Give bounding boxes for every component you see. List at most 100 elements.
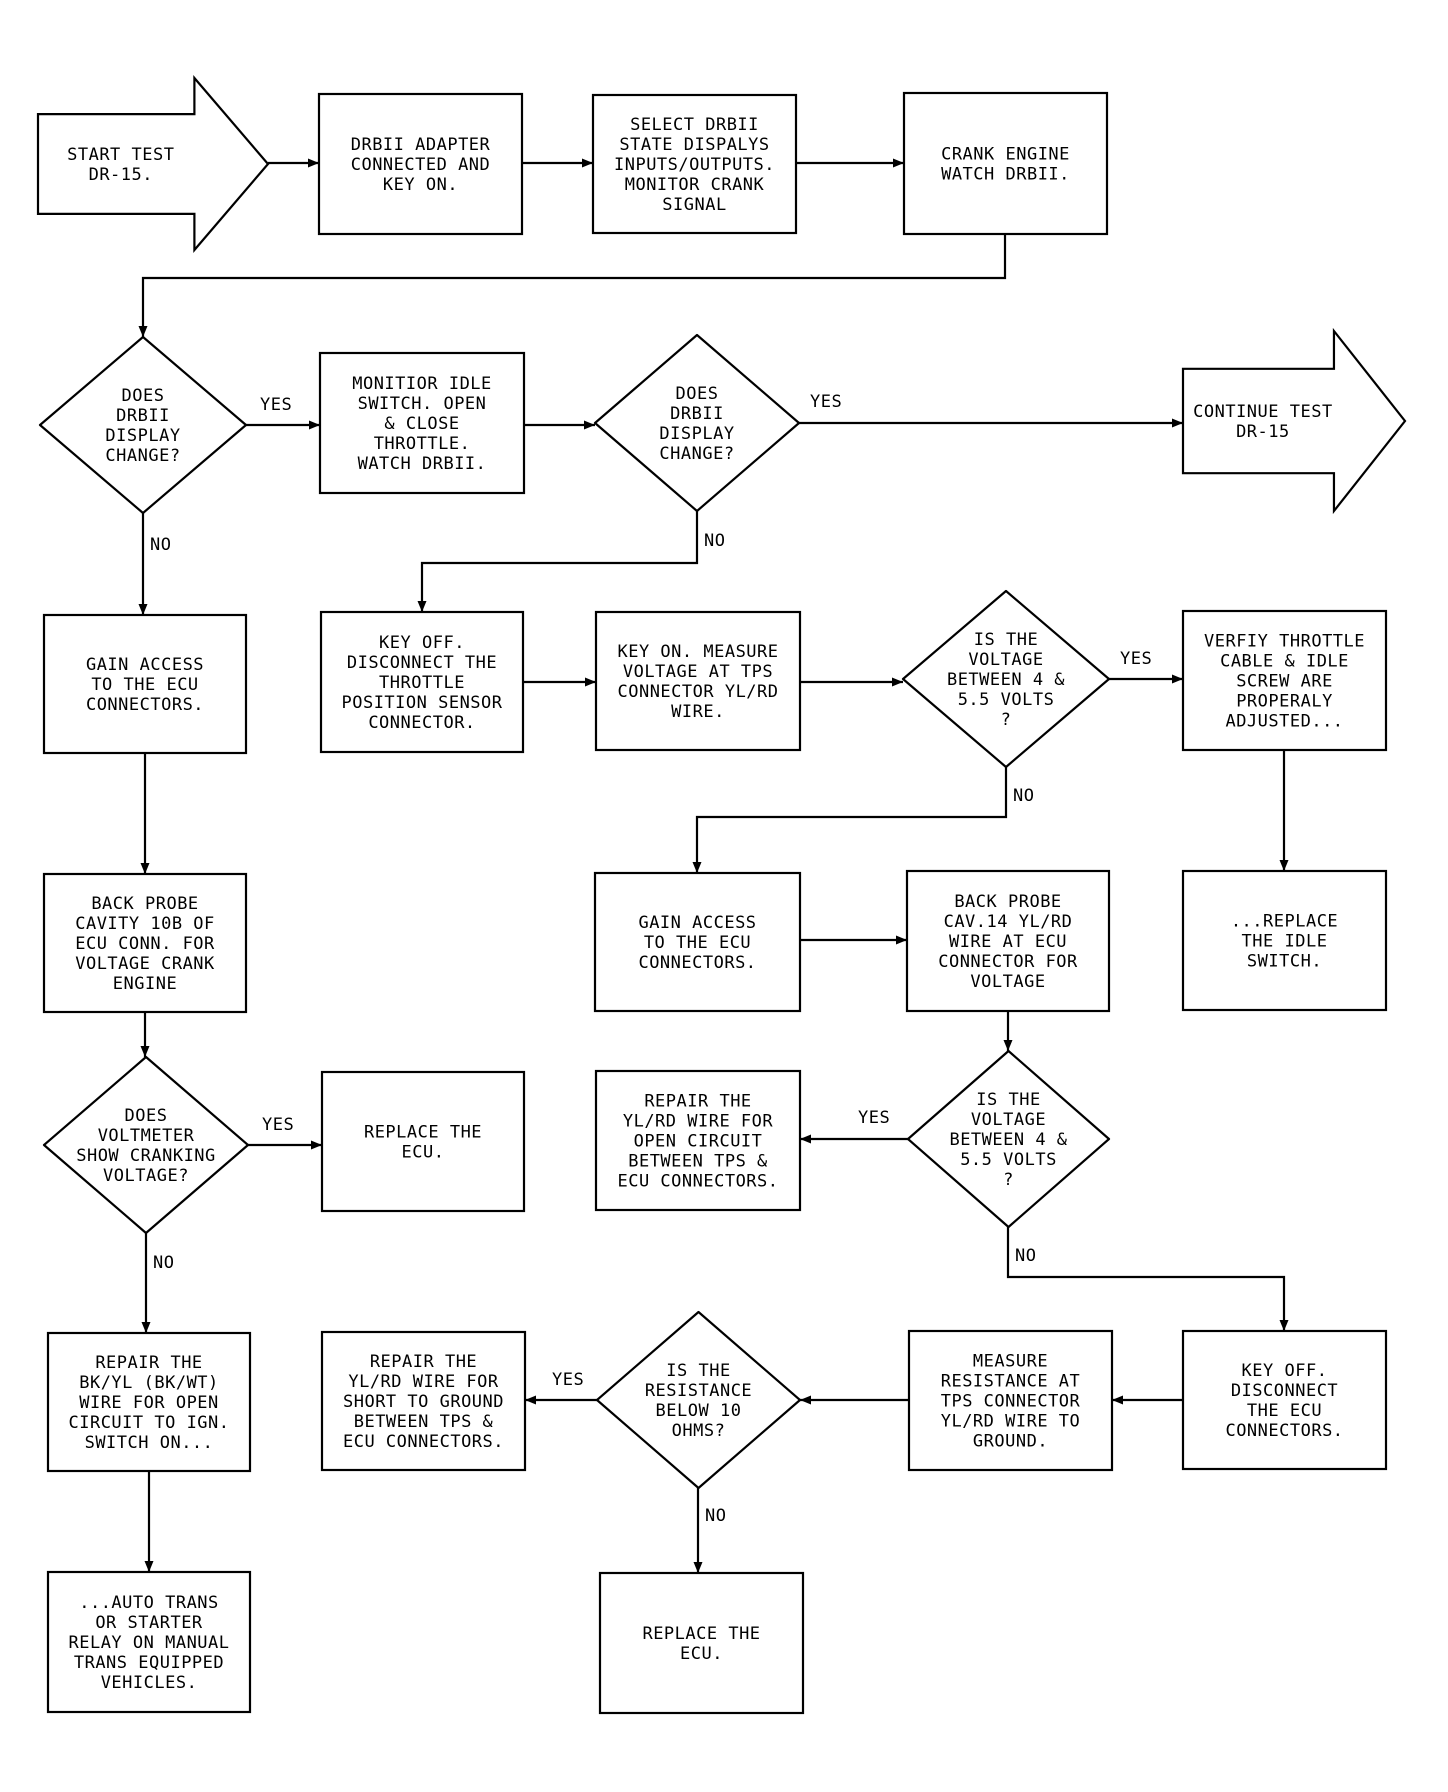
node-text-line: SWITCH. OPEN [358,394,487,414]
node-text-line: YL/RD WIRE FOR [623,1112,774,1132]
edge-e4 [138,234,1007,337]
node-text-line: DRBII ADAPTER [351,135,491,155]
node-text-line: ECU CONNECTORS. [617,1172,778,1192]
edge-e2 [522,158,593,168]
node-text-line: VOLTAGE CRANK [75,954,215,974]
node-text-line: GROUND. [973,1432,1048,1452]
node-text-line: DRBII [670,404,724,424]
arrowhead-icon [584,420,595,430]
node-text-line: DISPLAY [659,424,734,444]
arrowhead-icon [896,935,907,945]
node-text-line: BETWEEN 4 & [947,670,1065,690]
edge-e25 [800,1395,909,1405]
edge-e15 [800,935,907,945]
node-text-line: CONNECTORS. [1225,1421,1343,1441]
arrowhead-icon [692,862,702,873]
edge-e8: NO [138,513,171,615]
node-text-line: KEY ON. [383,175,458,195]
arrowhead-icon [311,1140,322,1150]
edge-e20 [144,1471,154,1572]
node-text-line: VOLTAGE AT TPS [623,662,773,682]
node-text-line: ADJUSTED... [1225,712,1343,732]
node-text-line: VERFIY THROTTLE [1204,632,1365,652]
decision-diamond [42,1055,250,1235]
node-text-line: WIRE. [671,702,725,722]
decision-diamond [595,1310,802,1490]
node-text-line: KEY OFF. [379,633,465,653]
node-text-line: ECU CONNECTORS. [343,1432,504,1452]
process-box [1181,1329,1388,1471]
arrowhead-icon [693,1562,703,1573]
node-text-line: SCREW ARE [1236,672,1333,692]
arrowhead-icon [800,1134,811,1144]
node-text-line: CAV.14 YL/RD [944,912,1073,932]
edge-e9: NO [417,511,725,612]
arrowhead-icon [417,601,427,612]
node-text-line: THE ECU [1247,1401,1322,1421]
node-text-line: DISPLAY [105,426,180,446]
node-text-line: ECU. [402,1143,445,1163]
process-box [320,1330,527,1472]
arrowhead-icon [582,158,593,168]
node-text-line: STATE DISPALYS [619,135,769,155]
node-text-line: REPLACE THE [364,1123,482,1143]
edge-e27: NO [693,1488,726,1573]
node-text-line: DISCONNECT [1231,1381,1338,1401]
process-box [46,1570,252,1714]
node-text-line: SIGNAL [662,195,726,215]
arrowhead-icon [144,1561,154,1572]
process-box [594,1069,802,1212]
node-text-line: 5.5 VOLTS [958,690,1055,710]
node-text-line: KEY ON. MEASURE [617,642,778,662]
node-text-line: BACK PROBE [954,892,1061,912]
node-text-line: DOES [676,384,719,404]
process-box [907,1329,1114,1472]
process-box [594,610,802,752]
arrowhead-icon [525,1395,536,1405]
node-text-line: TO THE ECU [644,933,751,953]
node-text-line: CRANK ENGINE [941,145,1070,165]
edge-label: NO [153,1253,174,1273]
edge-label: NO [1013,786,1034,806]
edge-e23: NO [1006,1227,1289,1331]
node-text-line: YL/RD WIRE FOR [348,1372,499,1392]
node-text-line: VOLTAGE [970,972,1045,992]
node-text-line: & CLOSE [384,414,459,434]
node-text-line: GAIN ACCESS [638,913,756,933]
edge-e13 [1279,750,1289,871]
edge-label: NO [1015,1246,1036,1266]
node-text-line: YL/RD WIRE TO [941,1412,1081,1432]
process-box [317,92,524,236]
node-text-line: THROTTLE [379,673,465,693]
arrowhead-icon [1172,418,1183,428]
edge-label: YES [262,1115,294,1135]
edge-e6 [524,420,595,430]
arrowhead-icon [140,1046,150,1057]
edge-label: YES [552,1370,584,1390]
node-text-line: TO THE ECU [91,675,198,695]
node-text-line: 5.5 VOLTS [960,1150,1057,1170]
arrowhead-icon [1279,1320,1289,1331]
node-text-line: VOLTAGE? [103,1166,189,1186]
process-box [42,872,248,1014]
node-text-line: MONITIOR IDLE [352,374,492,394]
node-text-line: ...AUTO TRANS [79,1593,219,1613]
edge-label: NO [150,535,171,555]
node-text-line: BETWEEN 4 & [949,1130,1067,1150]
node-text-line: VEHICLES. [101,1673,198,1693]
node-text-line: CHANGE? [105,446,180,466]
process-box [319,610,525,754]
